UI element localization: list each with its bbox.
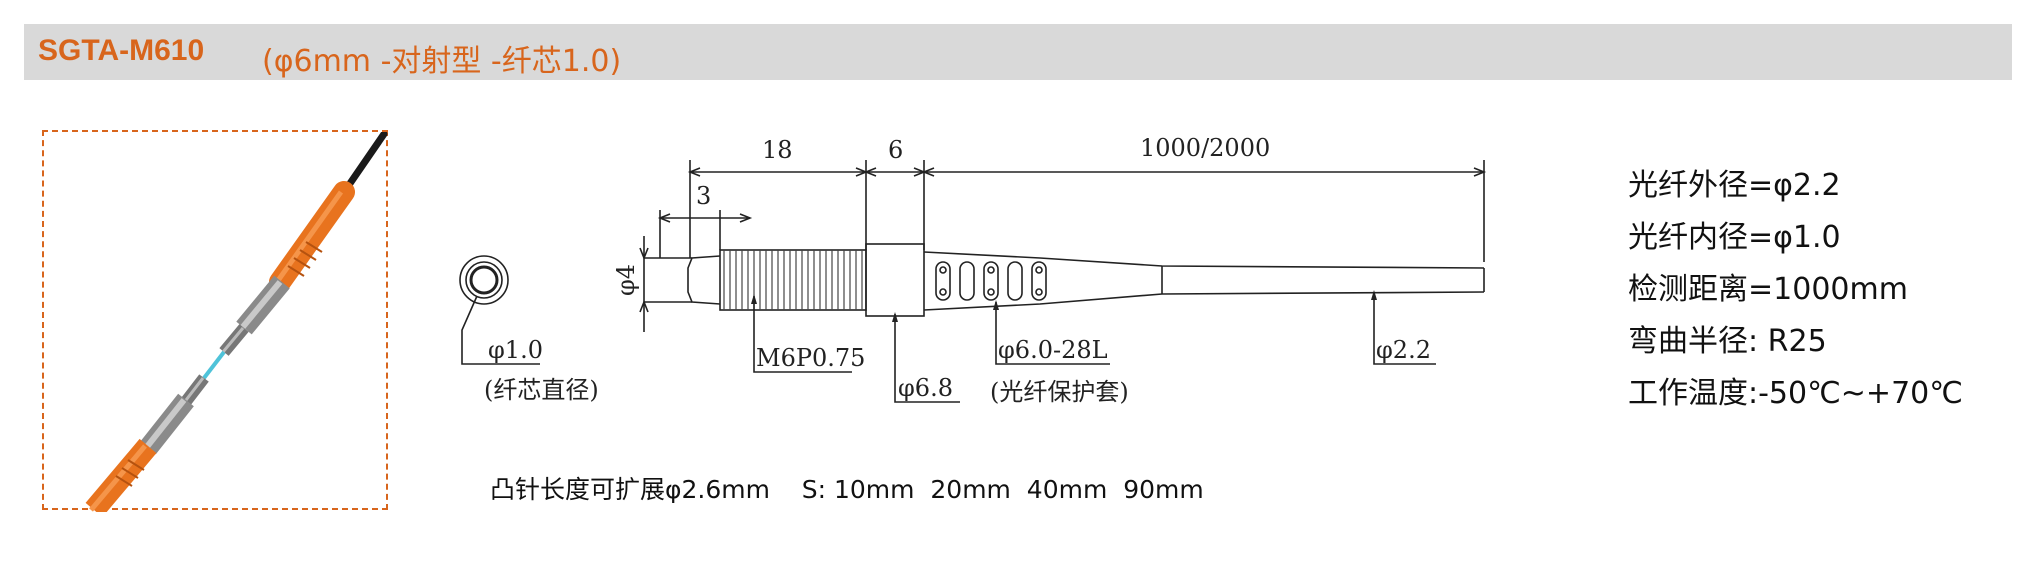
extension-note: 凸针长度可扩展φ2.6mm S: 10mm 20mm 40mm 90mm: [490, 475, 1204, 504]
sleeve-slot: [935, 261, 951, 301]
sleeve-top: [923, 251, 1485, 269]
spec-list: 光纤外径=φ2.2 光纤内径=φ1.0 检测距离=1000mm 弯曲半径: R2…: [1628, 160, 1963, 420]
product-photo: [42, 130, 388, 512]
dim-6-label: 6: [888, 136, 903, 164]
thread-leader: [753, 296, 852, 373]
fiber-diameter-label: φ2.2: [1376, 336, 1431, 364]
sleeve-bottom: [923, 291, 1485, 311]
core-leader: [461, 295, 540, 365]
light-beam: [202, 350, 226, 380]
nut: [865, 243, 925, 317]
sleeve-label: φ6.0-28L: [998, 336, 1108, 364]
spec-value: φ2.2: [1773, 168, 1841, 203]
fiber-pair-illustration: [85, 132, 388, 512]
sleeve-leader: [995, 302, 1110, 365]
lower-orange-sleeve: [85, 438, 157, 512]
dim-3-label: 3: [696, 182, 711, 210]
thread-label: M6P0.75: [756, 344, 865, 372]
spec-label: 检测距离=: [1628, 272, 1774, 307]
product-description: (φ6mm -对射型 -纤芯1.0): [262, 44, 622, 79]
thread-lines: [723, 250, 863, 310]
spec-value: R25: [1767, 324, 1827, 359]
dim-phi4-label: φ4: [612, 264, 640, 296]
end-view: [459, 255, 509, 305]
lower-metal-head: [140, 374, 209, 455]
dim-18-label: 18: [762, 136, 793, 164]
spec-label: 工作温度:: [1628, 376, 1759, 411]
tip-outline: [687, 255, 721, 305]
nut-diameter-label: φ6.8: [898, 374, 953, 402]
spec-value: 1000mm: [1773, 272, 1908, 307]
phi22-leader: [1373, 292, 1436, 365]
spec-label: 光纤外径=: [1628, 168, 1774, 203]
spec-value: φ1.0: [1773, 220, 1841, 255]
title-bar: [24, 24, 2012, 80]
spec-detection-distance: 检测距离=1000mm: [1628, 264, 1963, 316]
spec-inner-diameter: 光纤内径=φ1.0: [1628, 212, 1963, 264]
core-diameter-label: φ1.0: [488, 336, 543, 364]
dim-1000-2000-label: 1000/2000: [1140, 134, 1270, 162]
spec-value: -50℃~+70℃: [1758, 376, 1963, 411]
core-diameter-caption: (纤芯直径): [484, 376, 599, 404]
product-model: SGTA-M610: [38, 34, 205, 67]
spec-outer-diameter: 光纤外径=φ2.2: [1628, 160, 1963, 212]
spec-operating-temp: 工作温度:-50℃~+70℃: [1628, 368, 1963, 420]
spec-bend-radius: 弯曲半径: R25: [1628, 316, 1963, 368]
phi68-leader: [894, 314, 960, 403]
upper-orange-sleeve: [269, 181, 355, 293]
upper-metal-head: [219, 275, 290, 356]
sleeve-caption: (光纤保护套): [990, 378, 1129, 406]
spec-label: 弯曲半径:: [1628, 324, 1759, 359]
spec-label: 光纤内径=: [1628, 220, 1774, 255]
